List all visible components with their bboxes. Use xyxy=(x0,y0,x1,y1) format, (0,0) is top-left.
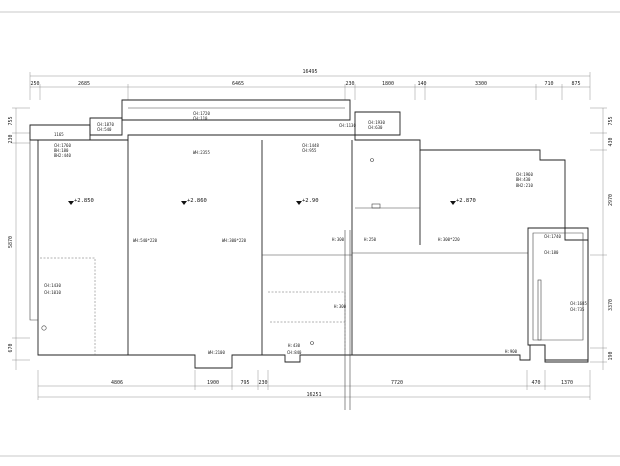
top-dimension-4: 230 xyxy=(345,81,354,87)
annotation-25: CH:1010 xyxy=(44,290,61,295)
bottom-dimension-3: 795 xyxy=(240,380,249,386)
ceiling-height-4: +2.870 xyxy=(450,198,476,205)
right-dimension-5: 190 xyxy=(608,351,614,360)
bottom-dimension-chain: 4806 1900 795 230 7720 470 1370 16251 xyxy=(37,370,591,400)
annotation-5: CH:1130 xyxy=(339,123,356,128)
ceiling-height-markers: +2.850 +2.860 +2.90 +2.870 xyxy=(68,198,476,205)
left-dimension-1: 755 xyxy=(8,116,14,125)
right-dimension-chain: 755 430 2970 3370 190 xyxy=(590,107,614,370)
annotation-7: CH:630 xyxy=(368,125,383,130)
top-dimension-1: 250 xyxy=(30,81,39,87)
svg-text:+2.850: +2.850 xyxy=(74,198,94,204)
annotation-6: CH:1930 xyxy=(368,120,385,125)
annotation-4: CH:110 xyxy=(193,116,208,121)
left-dimension-chain: 755 230 5870 670 xyxy=(8,107,30,370)
bottom-dimension-6: 470 xyxy=(531,380,540,386)
bottom-dimension-7: 1370 xyxy=(561,380,573,386)
annotation-29: WH:2100 xyxy=(208,350,225,355)
bottom-dimension-2: 1900 xyxy=(207,380,219,386)
top-dimension-2: 2685 xyxy=(78,81,90,87)
left-dimension-3: 5870 xyxy=(8,236,14,248)
annotation-30: H:430 xyxy=(288,343,301,348)
annotation-28: CH:735 xyxy=(570,307,585,312)
right-dimension-1: 755 xyxy=(608,116,614,125)
ceiling-height-1: +2.850 xyxy=(68,198,94,205)
top-dimension-6: 140 xyxy=(417,81,426,87)
top-dimension-chain: 16495 250 2685 6465 230 1800 140 3300 71… xyxy=(29,69,591,100)
annotation-26: H:300 xyxy=(334,304,347,309)
top-dimension-9: 875 xyxy=(571,81,580,87)
annotation-24: CH:1430 xyxy=(44,283,61,288)
left-dimension-4: 670 xyxy=(8,343,14,352)
dashed-fixtures xyxy=(40,257,346,355)
top-dimension-5: 1800 xyxy=(382,81,394,87)
annotation-20: H:250 xyxy=(364,237,377,242)
annotation-18: WH:300*220 xyxy=(222,238,247,243)
small-symbols xyxy=(41,158,542,345)
ceiling-height-2: +2.860 xyxy=(181,198,207,205)
annotation-16: BH2:210 xyxy=(516,183,533,188)
svg-text:+2.90: +2.90 xyxy=(302,198,319,204)
annotation-27: CH:1685 xyxy=(570,301,587,306)
top-dimension-7: 3300 xyxy=(475,81,487,87)
annotation-9: BH:180 xyxy=(54,148,69,153)
bottom-dimension-5: 7720 xyxy=(391,380,403,386)
top-dimension-8: 710 xyxy=(544,81,553,87)
annotation-17: WH:540*220 xyxy=(133,238,158,243)
left-dimension-2: 230 xyxy=(8,134,14,143)
annotation-12: CH:1448 xyxy=(302,143,319,148)
annotation-15: BH:430 xyxy=(516,177,531,182)
annotation-32: H:900 xyxy=(505,349,518,354)
annotation-14: CH:1960 xyxy=(516,172,533,177)
svg-text:+2.860: +2.860 xyxy=(187,198,207,204)
annotation-3: CH:1720 xyxy=(193,111,210,116)
annotation-13: CH:955 xyxy=(302,148,317,153)
annotation-11: WH:2355 xyxy=(193,150,210,155)
bottom-dimension-1: 4806 xyxy=(111,380,123,386)
left-stub-label: 1165 xyxy=(54,132,64,137)
annotation-19: H:300 xyxy=(332,237,345,242)
bottom-dimension-4: 230 xyxy=(258,380,267,386)
svg-text:+2.870: +2.870 xyxy=(456,198,476,204)
annotation-23: CH:180 xyxy=(544,250,559,255)
right-dimension-2: 430 xyxy=(608,137,614,146)
right-dimension-4: 3370 xyxy=(608,299,614,311)
top-overall-dimension: 16495 xyxy=(302,69,317,75)
annotation-31: CH:840 xyxy=(287,350,302,355)
annotations: 1165 CH:1870 CH:540 CH:1720 CH:110 CH:11… xyxy=(44,111,587,355)
top-dimension-3: 6465 xyxy=(232,81,244,87)
annotation-8: CH:1760 xyxy=(54,143,71,148)
annotation-1: CH:1870 xyxy=(97,122,114,127)
bottom-overall-dimension: 16251 xyxy=(306,392,321,398)
annotation-2: CH:540 xyxy=(97,127,112,132)
ceiling-height-3: +2.90 xyxy=(296,198,319,205)
annotation-22: CH:1740 xyxy=(544,234,561,239)
annotation-21: H:300*220 xyxy=(438,237,460,242)
annotation-10: BH2:440 xyxy=(54,153,71,158)
right-dimension-3: 2970 xyxy=(608,194,614,206)
